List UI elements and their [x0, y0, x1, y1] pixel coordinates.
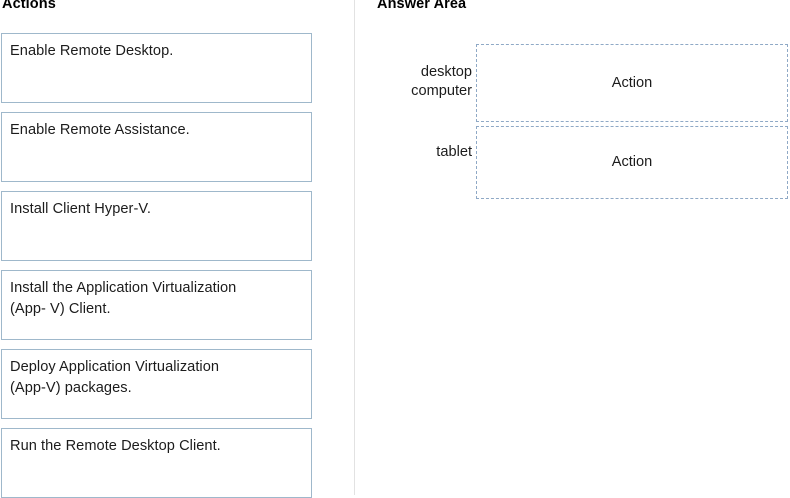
actions-list: Enable Remote Desktop. Enable Remote Ass…: [1, 0, 315, 498]
action-card-label: Install Client Hyper-V.: [10, 201, 151, 217]
action-card-label: Run the Remote Desktop Client.: [10, 438, 221, 454]
answer-row-label: tablet: [436, 144, 472, 160]
answer-area-heading: Answer Area: [377, 0, 467, 12]
answer-row-label: desktop computer: [411, 64, 472, 99]
answer-row: desktop computer Action: [354, 44, 790, 122]
action-card[interactable]: Install Client Hyper-V.: [1, 191, 312, 261]
answer-dropzone[interactable]: Action: [476, 126, 788, 199]
action-card[interactable]: Deploy Application Virtualization (App-V…: [1, 349, 312, 419]
answer-dropzone-text: Action: [611, 74, 653, 91]
action-card-label: Enable Remote Desktop.: [10, 43, 174, 59]
action-card[interactable]: Enable Remote Assistance.: [1, 112, 312, 182]
action-card-label: Deploy Application Virtualization (App-V…: [10, 359, 220, 396]
action-card-label: Enable Remote Assistance.: [10, 122, 190, 138]
pane-divider: [354, 0, 355, 495]
answer-dropzone[interactable]: Action: [476, 44, 788, 122]
answer-row: tablet Action: [354, 126, 790, 199]
answer-area: desktop computer Action tablet Action: [354, 0, 790, 495]
actions-column-heading: Actions: [2, 0, 56, 12]
action-card[interactable]: Install the Application Virtualization (…: [1, 270, 312, 340]
action-card-label: Install the Application Virtualization (…: [10, 280, 237, 317]
action-card[interactable]: Run the Remote Desktop Client.: [1, 428, 312, 498]
answer-dropzone-text: Action: [611, 154, 653, 170]
action-card[interactable]: Enable Remote Desktop.: [1, 33, 312, 103]
